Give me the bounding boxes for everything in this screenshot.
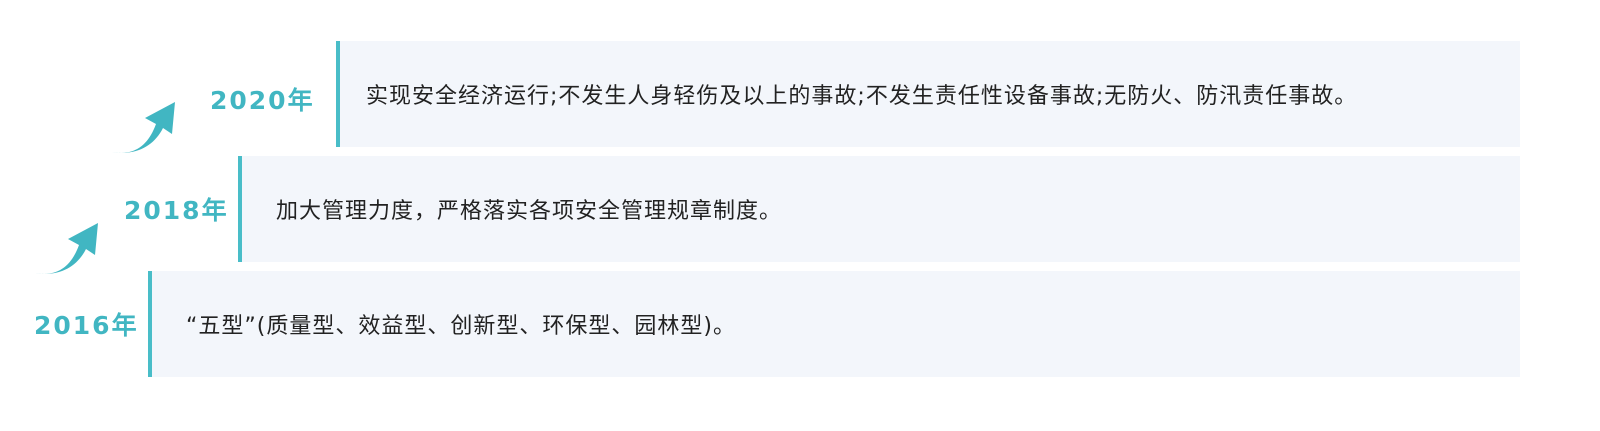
milestone-text-2020: 实现安全经济运行;不发生人身轻伤及以上的事故;不发生责任性设备事故;无防火、防汛… xyxy=(366,84,1358,109)
milestone-box-2020: 实现安全经济运行;不发生人身轻伤及以上的事故;不发生责任性设备事故;无防火、防汛… xyxy=(336,41,1520,147)
curved-up-arrow-icon xyxy=(35,223,98,274)
curved-up-arrow-icon xyxy=(112,102,175,153)
milestone-text-2016: “五型”(质量型、效益型、创新型、环保型、园林型)。 xyxy=(186,314,736,339)
year-label-2020: 2020年 xyxy=(210,86,315,115)
milestone-box-2018: 加大管理力度，严格落实各项安全管理规章制度。 xyxy=(238,156,1520,262)
milestone-box-2016: “五型”(质量型、效益型、创新型、环保型、园林型)。 xyxy=(148,271,1520,377)
year-label-2016: 2016年 xyxy=(34,311,139,340)
year-label-2018: 2018年 xyxy=(124,196,229,225)
milestone-text-2018: 加大管理力度，严格落实各项安全管理规章制度。 xyxy=(276,199,783,224)
